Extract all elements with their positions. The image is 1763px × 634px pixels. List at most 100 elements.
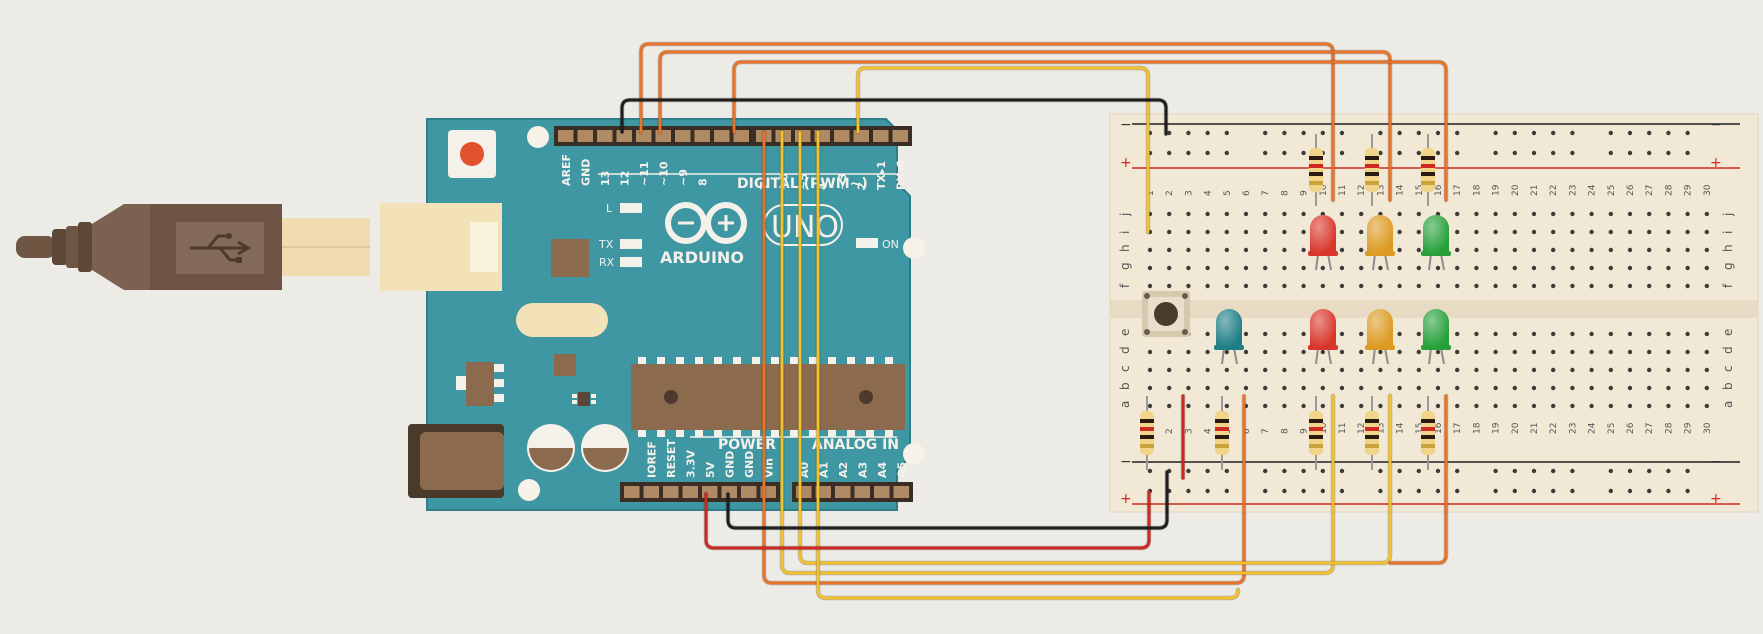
- rail-hole[interactable]: [1301, 130, 1306, 136]
- breadboard-hole[interactable]: [1666, 265, 1671, 271]
- breadboard-hole[interactable]: [1435, 283, 1441, 289]
- breadboard-hole[interactable]: [1647, 229, 1652, 235]
- breadboard-hole[interactable]: [1685, 283, 1690, 289]
- rail-hole[interactable]: [1551, 150, 1556, 156]
- rail-hole[interactable]: [1147, 468, 1153, 474]
- breadboard-hole[interactable]: [1666, 349, 1671, 355]
- rail-hole[interactable]: [1455, 468, 1460, 474]
- rail-hole[interactable]: [1224, 130, 1230, 136]
- breadboard-hole[interactable]: [1704, 247, 1710, 253]
- wire-5v[interactable]: [704, 490, 1151, 550]
- breadboard-hole[interactable]: [1455, 229, 1460, 235]
- breadboard-hole[interactable]: [1301, 247, 1306, 253]
- breadboard-hole[interactable]: [1512, 367, 1518, 373]
- wire-pin2[interactable]: [856, 66, 1150, 234]
- rail-hole[interactable]: [1186, 150, 1191, 156]
- rail-hole[interactable]: [1455, 130, 1460, 136]
- header-pin[interactable]: [597, 130, 613, 142]
- breadboard-hole[interactable]: [1704, 385, 1710, 391]
- rail-hole[interactable]: [1647, 130, 1652, 136]
- led-yellow-bottom[interactable]: [1365, 309, 1395, 365]
- rail-hole[interactable]: [1167, 130, 1172, 136]
- breadboard-hole[interactable]: [1455, 247, 1460, 253]
- rail-hole[interactable]: [1397, 150, 1402, 156]
- breadboard-hole[interactable]: [1435, 403, 1441, 409]
- breadboard-hole[interactable]: [1455, 283, 1460, 289]
- breadboard-hole[interactable]: [1685, 229, 1690, 235]
- breadboard-hole[interactable]: [1455, 265, 1460, 271]
- breadboard-hole[interactable]: [1512, 283, 1518, 289]
- rail-hole[interactable]: [1627, 150, 1633, 156]
- breadboard-hole[interactable]: [1167, 367, 1172, 373]
- rail-hole[interactable]: [1666, 468, 1671, 474]
- rail-hole[interactable]: [1320, 468, 1326, 474]
- breadboard-hole[interactable]: [1589, 265, 1594, 271]
- resistor[interactable]: [1309, 134, 1323, 206]
- breadboard-hole[interactable]: [1627, 349, 1633, 355]
- breadboard-hole[interactable]: [1589, 331, 1594, 337]
- breadboard-hole[interactable]: [1666, 403, 1671, 409]
- breadboard-hole[interactable]: [1570, 331, 1575, 337]
- breadboard-hole[interactable]: [1224, 265, 1230, 271]
- breadboard-hole[interactable]: [1531, 283, 1537, 289]
- breadboard-hole[interactable]: [1186, 247, 1191, 253]
- breadboard-hole[interactable]: [1205, 247, 1210, 253]
- breadboard-hole[interactable]: [1205, 283, 1210, 289]
- breadboard-hole[interactable]: [1301, 229, 1306, 235]
- breadboard-hole[interactable]: [1282, 283, 1287, 289]
- breadboard-hole[interactable]: [1493, 367, 1498, 373]
- breadboard-hole[interactable]: [1224, 403, 1230, 409]
- rail-hole[interactable]: [1263, 150, 1268, 156]
- breadboard-hole[interactable]: [1416, 229, 1422, 235]
- breadboard-hole[interactable]: [1493, 247, 1498, 253]
- breadboard-hole[interactable]: [1282, 247, 1287, 253]
- breadboard-hole[interactable]: [1474, 331, 1479, 337]
- breadboard-hole[interactable]: [1397, 367, 1402, 373]
- breadboard-hole[interactable]: [1704, 229, 1710, 235]
- rail-hole[interactable]: [1416, 130, 1422, 136]
- breadboard-hole[interactable]: [1647, 349, 1652, 355]
- breadboard-hole[interactable]: [1186, 265, 1191, 271]
- breadboard-hole[interactable]: [1263, 229, 1268, 235]
- breadboard-hole[interactable]: [1282, 265, 1287, 271]
- rail-hole[interactable]: [1224, 150, 1230, 156]
- rail-hole[interactable]: [1493, 468, 1498, 474]
- breadboard-hole[interactable]: [1455, 385, 1460, 391]
- breadboard-hole[interactable]: [1282, 403, 1287, 409]
- breadboard-hole[interactable]: [1186, 403, 1191, 409]
- breadboard-hole[interactable]: [1205, 367, 1210, 373]
- breadboard-hole[interactable]: [1416, 385, 1422, 391]
- rail-hole[interactable]: [1205, 468, 1210, 474]
- breadboard-hole[interactable]: [1551, 367, 1556, 373]
- breadboard-hole[interactable]: [1282, 211, 1287, 217]
- rail-hole[interactable]: [1531, 468, 1537, 474]
- breadboard-hole[interactable]: [1205, 403, 1210, 409]
- breadboard-hole[interactable]: [1627, 247, 1633, 253]
- header-pin[interactable]: [714, 130, 730, 142]
- rail-hole[interactable]: [1205, 150, 1210, 156]
- breadboard-hole[interactable]: [1339, 331, 1345, 337]
- digital-header-left[interactable]: [554, 126, 753, 146]
- breadboard-hole[interactable]: [1263, 211, 1268, 217]
- rail-hole[interactable]: [1666, 488, 1671, 494]
- led-red-bottom[interactable]: [1308, 309, 1338, 365]
- breadboard-hole[interactable]: [1608, 349, 1614, 355]
- breadboard-hole[interactable]: [1416, 403, 1422, 409]
- breadboard-hole[interactable]: [1205, 331, 1210, 337]
- breadboard-hole[interactable]: [1167, 283, 1172, 289]
- breadboard-hole[interactable]: [1685, 385, 1690, 391]
- breadboard-hole[interactable]: [1627, 229, 1633, 235]
- wire-pin12[interactable]: [658, 50, 1392, 202]
- breadboard-hole[interactable]: [1320, 385, 1326, 391]
- breadboard-hole[interactable]: [1243, 247, 1249, 253]
- breadboard-hole[interactable]: [1570, 385, 1575, 391]
- breadboard-hole[interactable]: [1589, 385, 1594, 391]
- breadboard-hole[interactable]: [1455, 211, 1460, 217]
- breadboard-hole[interactable]: [1359, 385, 1364, 391]
- breadboard-hole[interactable]: [1397, 385, 1402, 391]
- rail-hole[interactable]: [1263, 468, 1268, 474]
- rail-hole[interactable]: [1493, 150, 1498, 156]
- breadboard-hole[interactable]: [1186, 283, 1191, 289]
- rail-hole[interactable]: [1416, 468, 1422, 474]
- breadboard-hole[interactable]: [1551, 247, 1556, 253]
